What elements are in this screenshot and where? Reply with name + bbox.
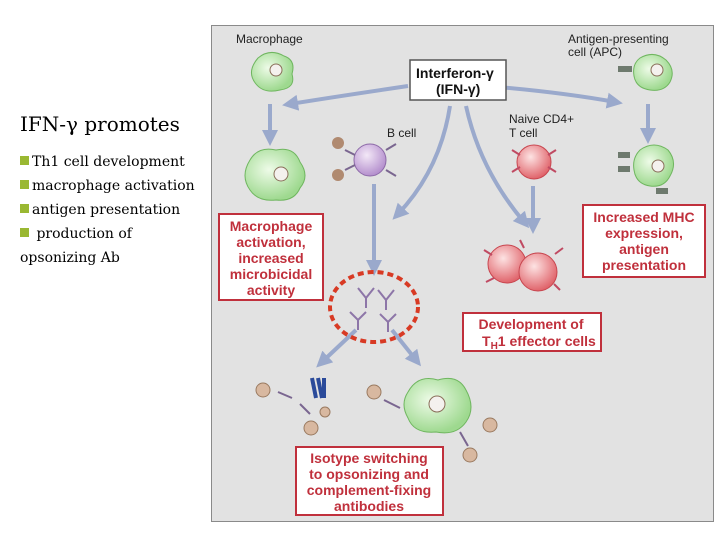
mhc-box-line2: expression, [605, 225, 683, 241]
antibody-cluster-icon [349, 287, 397, 332]
bullet-th1: Th1 cell development [20, 150, 210, 174]
bullet-antigen: antigen presentation [20, 198, 210, 222]
apc-label-line1: Antigen-presenting [568, 32, 669, 46]
th1-box-line1: Development of [478, 316, 583, 332]
mac-box-line2: activation, [236, 234, 305, 250]
b-cell-label: B cell [387, 126, 416, 140]
bullet-production: production of [20, 222, 210, 246]
mac-box-line4: microbicidal [230, 266, 312, 282]
th1-development-box [462, 312, 602, 352]
activated-macrophage-icon [244, 148, 306, 201]
arrow-ifn-to-macrophage [282, 84, 409, 111]
b-cell-icon [332, 137, 397, 181]
th1-effector-cells-icon [483, 239, 564, 292]
slide-title: IFN-γ promotes [20, 112, 180, 136]
pathway-arrows [262, 84, 656, 368]
arrow-ifn-to-tcell-path [464, 105, 530, 229]
macrophage-label: Macrophage [236, 32, 303, 46]
antigen-dot-icon [332, 169, 344, 181]
apc-cell-icon [618, 54, 673, 91]
arrow-antibody-left [316, 328, 358, 368]
complement-fixing-antibody-icon [255, 377, 331, 436]
bullet-text: macrophage activation [32, 178, 195, 194]
antibody-highlight-circle [328, 270, 420, 344]
bullet-text: antigen presentation [32, 202, 181, 218]
ifn-label-line2: (IFN-γ) [436, 81, 480, 97]
arrow-antibody-right [390, 328, 421, 367]
bullet-square-icon [20, 180, 29, 189]
mhc-box-line4: presentation [602, 257, 686, 273]
bullet-text: production of [32, 226, 132, 242]
arrow-ifn-to-bcell-path [392, 105, 452, 220]
mac-box-line5: activity [247, 282, 295, 298]
antigen-dot-icon [332, 137, 344, 149]
mhc-receptor-icon [618, 66, 632, 72]
th1-box-line2: TH1 effector cells [482, 333, 596, 352]
iso-box-line1: Isotype switching [310, 450, 427, 466]
ifn-label-line1: Interferon-γ [416, 65, 494, 81]
mhc-box-line1: Increased MHC [593, 209, 694, 225]
macrophage-activation-box [218, 213, 324, 301]
ifn-box [409, 59, 507, 101]
naive-t-cell-label-line1: Naive CD4+ [509, 112, 574, 126]
iso-box-line2: to opsonizing and [309, 466, 429, 482]
apc-label-line2: cell (APC) [568, 45, 622, 59]
naive-t-cell-icon [511, 144, 557, 180]
bullet-continuation: opsonizing Ab [20, 250, 120, 266]
bullet-square-icon [20, 156, 29, 165]
iso-box-line4: antibodies [334, 498, 404, 514]
bullet-text: Th1 cell development [32, 154, 185, 170]
mac-box-line3: increased [238, 250, 303, 266]
bullet-square-icon [20, 228, 29, 237]
mac-box-line1: Macrophage [230, 218, 313, 234]
left-text-block: IFN-γ promotes Th1 cell development macr… [20, 112, 210, 270]
naive-t-cell-label-line2: T cell [509, 126, 537, 140]
isotype-switching-box [295, 446, 444, 516]
apc-mhc-cell-icon [618, 144, 674, 194]
mhc-box-line3: antigen [619, 241, 669, 257]
bullet-macrophage: macrophage activation [20, 174, 210, 198]
increased-mhc-box [582, 204, 706, 278]
bullet-square-icon [20, 204, 29, 213]
opsonizing-macrophage-icon [366, 377, 498, 463]
macrophage-cell-icon [251, 52, 294, 92]
iso-box-line3: complement-fixing [307, 482, 431, 498]
